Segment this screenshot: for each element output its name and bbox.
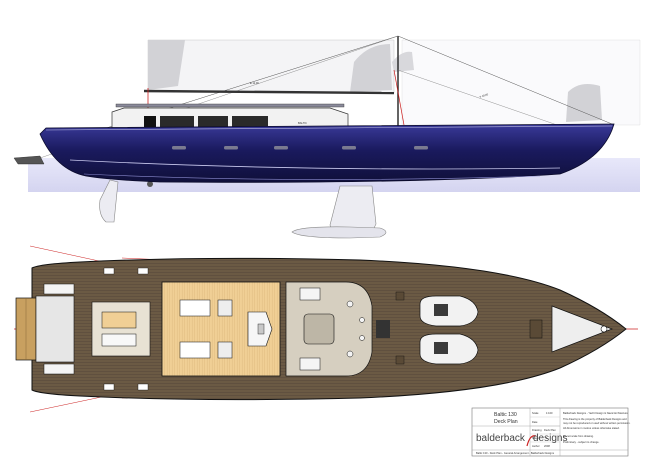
winch-3 [359, 317, 365, 323]
side-hatch-1 [103, 267, 115, 275]
steering-pedestal [257, 323, 265, 335]
tb-note-3: may not be reproduced or used without wr… [563, 421, 631, 425]
hull-portlight-5 [414, 146, 428, 150]
foredeck-hatch-3 [395, 355, 405, 365]
cockpit-table-upper [179, 299, 211, 317]
tb-value-scale: 1:100 [546, 411, 553, 415]
tb-note-5: Do not scale from drawing. [563, 434, 594, 438]
hull-portlight-3 [274, 146, 288, 150]
hull-portlight-2 [224, 146, 238, 150]
staysail-head [392, 51, 414, 72]
keel-fin [329, 185, 377, 233]
logo-main: balderback [476, 433, 526, 444]
staysail-clew [566, 84, 602, 122]
tb-value-drawing: Deck Plan [544, 428, 556, 432]
genoa [401, 39, 641, 126]
deckhouse-window-3 [198, 116, 228, 127]
helm-station-port [299, 287, 321, 301]
side-hatch-2 [137, 267, 149, 275]
tb-note-6: Preliminary - subject to change. [563, 440, 600, 444]
tb-label-date: Date [532, 420, 538, 424]
forestay [397, 35, 613, 125]
tb-label-scale: Scale [532, 411, 539, 415]
tb-footer: Baltic 130 - Deck Plan - General Arrange… [476, 451, 555, 455]
tb-note-2: This drawing is the property of Balderba… [563, 417, 627, 421]
tender-starboard [419, 333, 479, 365]
hull [39, 123, 615, 183]
tender-port-console [434, 304, 448, 316]
anchor-roller [600, 325, 608, 333]
keel-bulb [291, 226, 387, 239]
deckhouse-window-1 [144, 116, 156, 127]
waterline-stripe [83, 173, 541, 180]
skylight-centre [303, 313, 335, 345]
inner-forestay [397, 69, 561, 127]
aft-deck-lounge [91, 301, 151, 357]
logo-suffix: designs [533, 433, 567, 444]
mainsail-batten-pocket-1 [148, 40, 185, 90]
tb-value-sheet: 1 [546, 436, 548, 440]
deckhouse-window-2 [160, 116, 194, 127]
sheet-title: Deck Plan [494, 419, 518, 425]
title-block: Baltic 130 Deck Plan balderback designs … [471, 407, 631, 457]
transom-seat-upper [43, 283, 75, 295]
boom [143, 89, 395, 95]
project-name: Baltic 130 [494, 412, 517, 418]
cockpit-table-lower [179, 341, 211, 359]
sheer-line [45, 125, 613, 131]
mainsail-batten-pocket-2 [350, 44, 392, 92]
vang-red [393, 69, 405, 126]
hull-portlight-4 [342, 146, 356, 150]
mast-base [376, 320, 390, 338]
foredeck-hatch-2 [395, 291, 405, 301]
side-hatch-4 [137, 383, 149, 391]
logo-swoosh [526, 435, 537, 447]
deckhouse-window-4 [232, 116, 268, 127]
rudder [99, 179, 119, 223]
aft-lounge-sofa [101, 333, 137, 347]
tb-note-4: All dimensions in metres unless otherwis… [563, 426, 620, 430]
hull-name-label: BALTIC [298, 121, 307, 125]
tb-label-sheet: Sheet [532, 436, 539, 440]
deck-plan-view [14, 245, 638, 413]
hardtop [115, 103, 345, 108]
tender-starboard-console [434, 342, 448, 354]
tb-value-author: 2008 [544, 444, 550, 448]
transom-garage [35, 295, 75, 363]
stern-scoop [13, 155, 45, 165]
boom-dimension-label: E 11.00 [250, 81, 259, 85]
winch-4 [359, 335, 365, 341]
foredeck-hatch-1 [529, 319, 543, 339]
tender-port [419, 295, 479, 327]
tb-label-author: Author [532, 444, 540, 448]
hull-portlight-1 [172, 146, 186, 150]
side-hatch-3 [103, 383, 115, 391]
side-profile-view: E 11.00 P 48.00 BALTIC [13, 35, 641, 239]
cockpit-seat-upper [217, 299, 233, 317]
aft-lounge-table [101, 311, 137, 329]
winch-2 [346, 350, 354, 358]
cockpit-seat-lower [217, 341, 233, 359]
title-block-frame [471, 407, 629, 457]
propeller [147, 181, 153, 187]
helm-station-starboard [299, 357, 321, 371]
tb-note-1: Balderback Designs - Yacht Design & Nava… [563, 411, 628, 415]
boot-stripe [69, 159, 561, 170]
bow-foredeck [551, 305, 613, 353]
mast-dimension-label: P 48.00 [479, 92, 489, 99]
transom-seat-lower [43, 363, 75, 375]
winch-1 [346, 300, 354, 308]
tb-label-drawing: Drawing [532, 428, 542, 432]
